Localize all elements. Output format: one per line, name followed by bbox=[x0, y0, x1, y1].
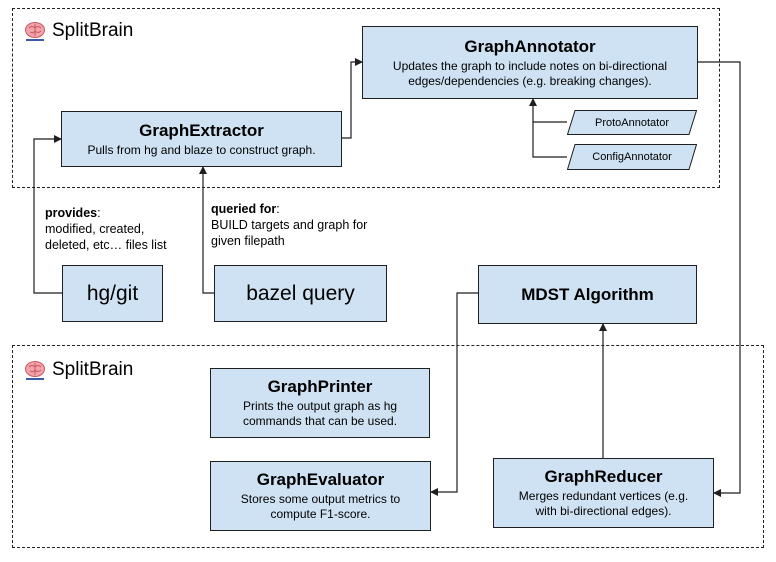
splitbrain-group-bottom bbox=[12, 345, 764, 548]
queried-note: queried for: BUILD targets and graph for… bbox=[211, 201, 367, 249]
parallelogram-shape bbox=[567, 144, 697, 170]
graph-evaluator-node[interactable]: GraphEvaluator Stores some output metric… bbox=[210, 461, 431, 531]
graph-annotator-node[interactable]: GraphAnnotator Updates the graph to incl… bbox=[362, 26, 698, 99]
splitbrain-label-top: SplitBrain bbox=[24, 20, 133, 42]
edge-annotator-reducer bbox=[698, 61, 741, 497]
proto-annotator-node[interactable]: ProtoAnnotator bbox=[567, 110, 697, 135]
brand-name: SplitBrain bbox=[52, 20, 134, 41]
node-title: GraphEvaluator bbox=[256, 470, 385, 489]
edge-proto-annotator bbox=[529, 98, 567, 123]
node-title: GraphExtractor bbox=[139, 120, 264, 140]
node-title: GraphReducer bbox=[544, 467, 663, 486]
node-title: GraphAnnotator bbox=[464, 36, 596, 56]
node-title: MDST Algorithm bbox=[521, 284, 654, 304]
bazel-query-node[interactable]: bazel query bbox=[214, 265, 387, 322]
edge-extractor-annotator bbox=[342, 58, 363, 139]
graph-reducer-node[interactable]: GraphReducer Merges redundant vertices (… bbox=[493, 458, 714, 528]
node-title: hg/git bbox=[86, 281, 139, 305]
node-description: Stores some output metrics to compute F1… bbox=[240, 492, 401, 521]
edge-config-annotator bbox=[532, 122, 567, 158]
config-annotator-node[interactable]: ConfigAnnotator bbox=[567, 144, 697, 170]
note-text: : modified, created, deleted, etc… files… bbox=[45, 206, 167, 252]
brain-icon bbox=[25, 361, 45, 380]
node-title: ConfigAnnotator bbox=[592, 151, 672, 163]
mdst-algorithm-node[interactable]: MDST Algorithm bbox=[478, 265, 697, 324]
graph-printer-node[interactable]: GraphPrinter Prints the output graph as … bbox=[210, 368, 430, 438]
note-text: : BUILD targets and graph for given file… bbox=[211, 202, 368, 248]
node-description: Pulls from hg and blaze to construct gra… bbox=[87, 142, 316, 157]
edge-bazel-extractor bbox=[199, 166, 214, 294]
parallelogram-shape bbox=[567, 110, 697, 135]
graph-extractor-node[interactable]: GraphExtractor Pulls from hg and blaze t… bbox=[61, 111, 342, 167]
node-title: bazel query bbox=[246, 281, 355, 305]
splitbrain-group-top bbox=[12, 8, 720, 188]
node-title: GraphPrinter bbox=[267, 377, 373, 396]
node-description: Updates the graph to include notes on bi… bbox=[392, 58, 668, 88]
edge-mdst-evaluator bbox=[430, 292, 478, 496]
brand-name: SplitBrain bbox=[52, 359, 134, 380]
splitbrain-label-bottom: SplitBrain bbox=[24, 359, 133, 381]
note-heading: provides bbox=[45, 206, 98, 220]
brain-icon bbox=[25, 22, 45, 41]
provides-note: provides: modified, created, deleted, et… bbox=[45, 205, 167, 253]
hg-git-node[interactable]: hg/git bbox=[62, 265, 163, 322]
edge-hggit-extractor bbox=[33, 135, 62, 294]
note-heading: queried for bbox=[211, 202, 277, 216]
node-description: Merges redundant vertices (e.g. with bi-… bbox=[518, 489, 689, 518]
node-description: Prints the output graph as hg commands t… bbox=[242, 399, 398, 428]
node-title: ProtoAnnotator bbox=[595, 116, 669, 129]
